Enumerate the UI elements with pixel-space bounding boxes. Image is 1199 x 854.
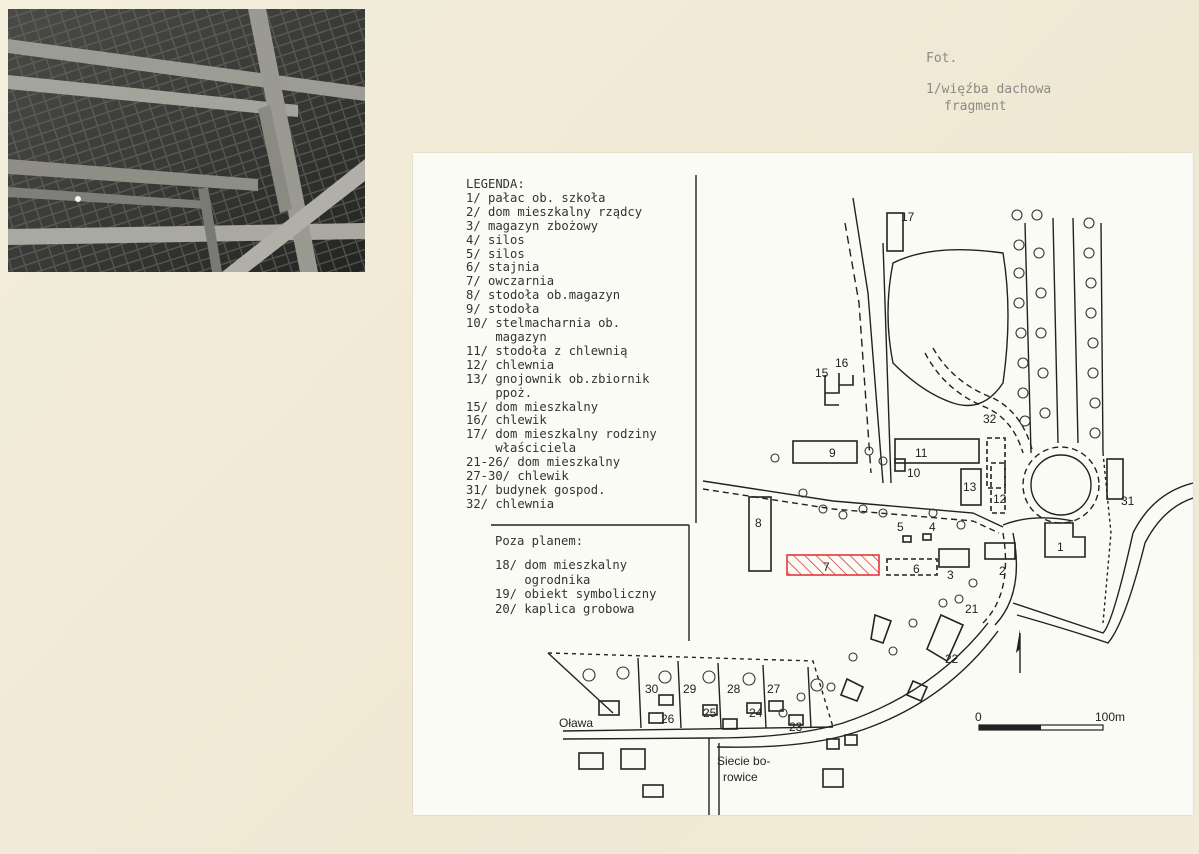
legend-item: 4/ silos: [466, 232, 525, 247]
building-7-highlighted: [786, 554, 880, 576]
outside-plan-item: ogrodnika: [495, 572, 591, 587]
outside-plan-item: 20/ kaplica grobowa: [495, 602, 635, 617]
place-sieciebo: Siecie bo-: [717, 754, 770, 768]
legend-item: 15/ dom mieszkalny: [466, 399, 599, 414]
legend-item: 5/ silos: [466, 246, 525, 261]
legend-item: magazyn: [466, 329, 547, 344]
building-31: [1106, 458, 1124, 500]
building-3: [938, 548, 970, 568]
site-plan-map: 1 2 3 4 5 6 7 8 9 10 11 12 13 15 16 17 2…: [491, 175, 1193, 815]
legend-item: 21-26/ dom mieszkalny: [466, 455, 621, 470]
legend-item: 17/ dom mieszkalny rodziny: [466, 427, 657, 442]
label-16: 16: [835, 356, 849, 370]
outside-plan-title: Poza planem:: [495, 534, 584, 548]
building-15-16: [824, 373, 854, 406]
legend-item: właściciela: [466, 441, 577, 456]
building-8: [748, 496, 772, 572]
label-25: 25: [703, 706, 717, 720]
legend-item: 27-30/ chlewik: [466, 469, 569, 484]
legend-item: 2/ dom mieszkalny rządcy: [466, 204, 643, 219]
label-4: 4: [929, 520, 936, 534]
label-13: 13: [963, 480, 977, 494]
place-olawa: Oława: [559, 716, 593, 730]
legend-item: 16/ chlewik: [466, 413, 547, 428]
label-17: 17: [901, 210, 915, 224]
label-26: 26: [661, 712, 675, 726]
label-12: 12: [993, 492, 1007, 506]
label-8: 8: [755, 516, 762, 530]
legend-item: 9/ stodoła: [466, 302, 540, 317]
site-plan-card: [413, 153, 1193, 815]
legend-item: 10/ stelmacharnia ob.: [466, 316, 621, 331]
scale-zero: 0: [975, 710, 982, 724]
map-legend: LEGENDA: 1/ pałac ob. szkoła 2/ dom mies…: [466, 177, 657, 512]
scale-bar: [978, 724, 1104, 731]
label-11: 11: [915, 446, 928, 460]
building-6: [886, 558, 938, 576]
label-9: 9: [829, 446, 836, 460]
building-10: [894, 458, 906, 472]
building-21-22: [925, 613, 965, 663]
caption-line-2: fragment: [944, 99, 1007, 114]
label-10: 10: [907, 466, 921, 480]
building-1: [1044, 522, 1086, 558]
legend-item: 8/ stodoła ob.magazyn: [466, 288, 621, 303]
house-village: [598, 700, 620, 716]
label-32: 32: [983, 412, 997, 426]
tree-markers: [582, 209, 1101, 718]
label-27: 27: [767, 682, 781, 696]
label-22: 22: [945, 652, 959, 666]
photo-caption: Fot. 1/więźba dachowa fragment: [926, 50, 1051, 115]
building-17: [886, 212, 904, 252]
outside-plan-list: Poza planem: 18/ dom mieszkalny ogrodnik…: [495, 534, 656, 617]
building-2: [984, 542, 1016, 560]
building-4: [922, 533, 932, 541]
legend-item: 6/ stajnia: [466, 260, 540, 275]
caption-fot: Fot.: [926, 51, 958, 66]
label-1: 1: [1057, 540, 1064, 554]
legend-item: 13/ gnojownik ob.zbiornik: [466, 371, 650, 386]
label-21: 21: [965, 602, 979, 616]
label-5: 5: [897, 520, 904, 534]
building-9: [792, 440, 858, 464]
building-5: [902, 535, 912, 543]
label-30: 30: [645, 682, 659, 696]
legend-item: 12/ chlewnia: [466, 357, 555, 372]
legend-item: 32/ chlewnia: [466, 496, 555, 511]
scale-100m: 100m: [1095, 710, 1125, 724]
label-2: 2: [999, 564, 1006, 578]
road-main: [702, 480, 1004, 528]
roof-truss-image: [8, 9, 365, 272]
label-15: 15: [815, 366, 829, 380]
label-31: 31: [1121, 494, 1135, 508]
legend-item: 1/ pałac ob. szkoła: [466, 190, 606, 205]
label-6: 6: [913, 562, 920, 576]
outside-plan-item: 19/ obiekt symboliczny: [495, 587, 657, 602]
label-24: 24: [749, 706, 763, 720]
label-3: 3: [947, 568, 954, 582]
building-11: [894, 438, 980, 464]
label-29: 29: [683, 682, 697, 696]
outside-plan-item: 18/ dom mieszkalny: [495, 557, 628, 572]
caption-line-1: 1/więźba dachowa: [926, 82, 1052, 97]
label-7: 7: [823, 560, 830, 574]
legend-item: 3/ magazyn zbożowy: [466, 218, 599, 233]
label-28: 28: [727, 682, 741, 696]
building-13: [960, 468, 982, 506]
building-32: [986, 437, 1006, 489]
roof-truss-photo: [8, 9, 365, 272]
legend-item: ppoż.: [466, 385, 533, 400]
place-rowice: rowice: [723, 770, 758, 784]
legend-title: LEGENDA:: [466, 177, 525, 191]
legend-item: 11/ stodoła z chlewnią: [466, 343, 628, 358]
legend-item: 31/ budynek gospod.: [466, 482, 606, 497]
label-23: 23: [789, 720, 803, 734]
legend-item: 7/ owczarnia: [466, 274, 555, 289]
north-arrow: [1016, 629, 1021, 673]
